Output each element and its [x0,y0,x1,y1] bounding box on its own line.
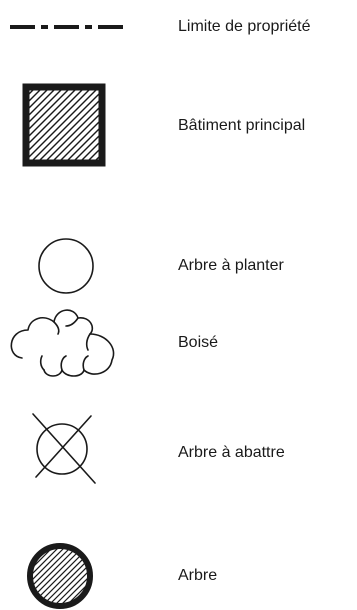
cloud-woodland-icon [10,309,115,377]
legend-label: Bâtiment principal [178,117,306,134]
legend-item-tree-to-cut: Arbre à abattre [0,405,357,495]
hatched-square-building-icon [22,83,106,167]
property-line-dash-dot-icon [10,25,123,29]
legend-label: Arbre à planter [178,257,284,274]
legend-label: Arbre [178,567,218,584]
empty-circle-tree-icon [38,238,94,294]
legend-label: Arbre à abattre [178,444,285,461]
legend-label: Boisé [178,334,219,351]
legend-item-woodland: Boisé [0,300,357,390]
legend-label: Limite de propriété [178,18,311,35]
legend-item-property-limit: Limite de propriété [0,0,357,50]
legend-item-main-building: Bâtiment principal [0,80,357,170]
hatched-circle-tree-icon [27,543,93,609]
legend-item-tree: Arbre [0,515,357,610]
legend-item-tree-to-plant: Arbre à planter [0,225,357,305]
crossed-circle-tree-icon [32,413,96,484]
